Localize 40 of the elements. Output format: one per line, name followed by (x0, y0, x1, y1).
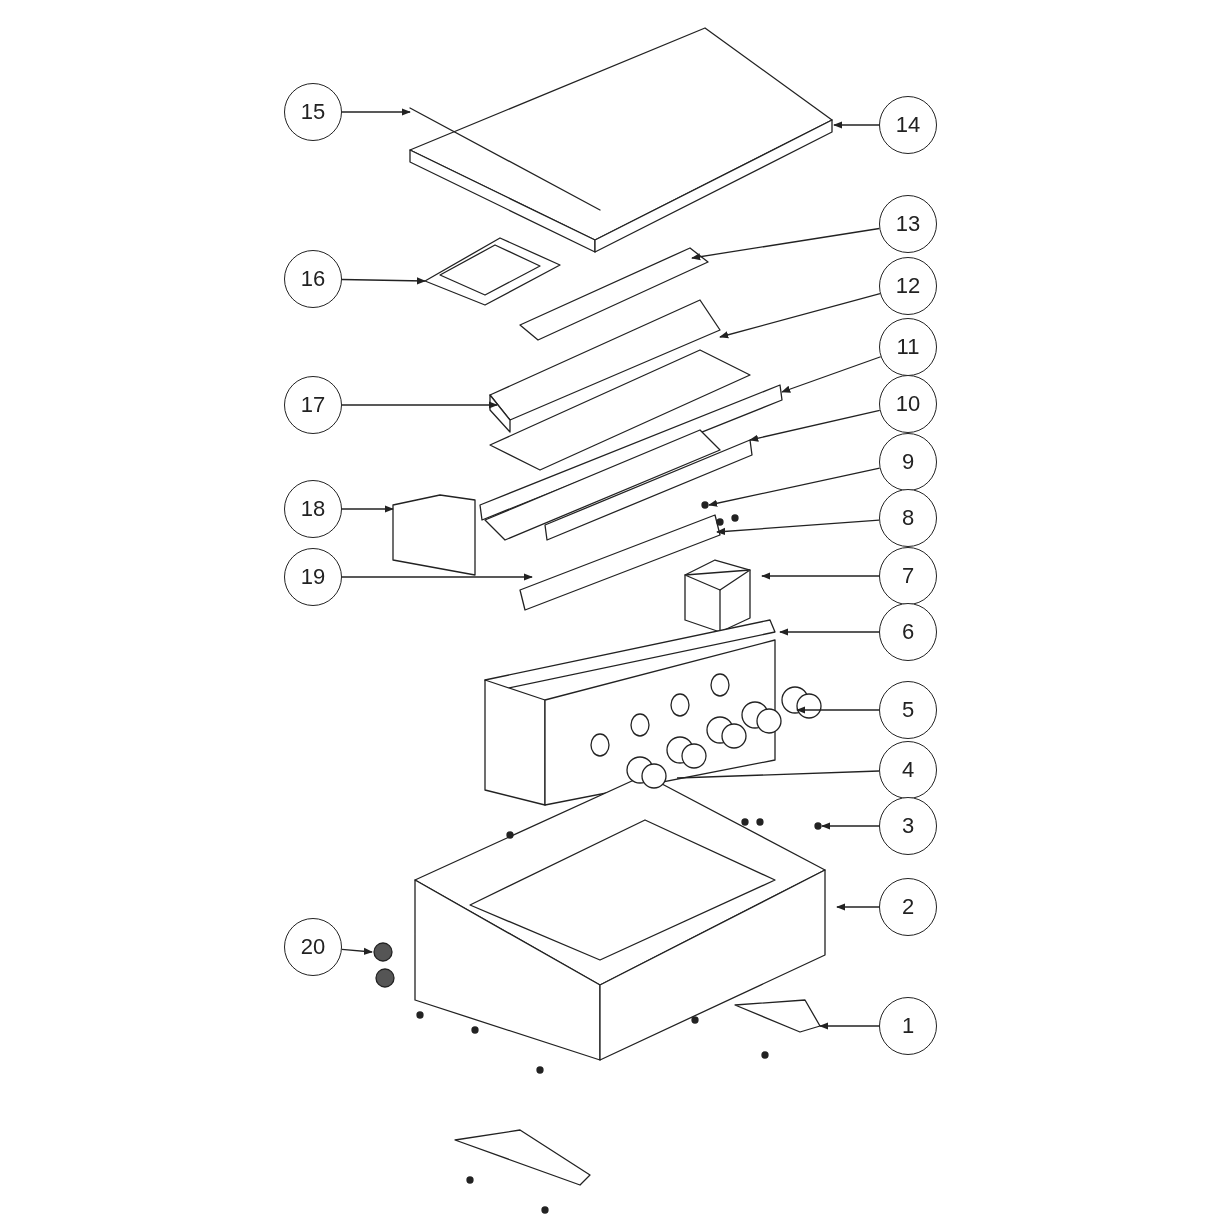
callout-number: 6 (879, 603, 937, 661)
callout-number: 20 (284, 918, 342, 976)
leader-line (341, 277, 426, 285)
callout-number: 12 (879, 257, 937, 315)
callout-number: 13 (879, 195, 937, 253)
leader-line (708, 467, 881, 507)
callout-number: 16 (284, 250, 342, 308)
callout-number: 10 (879, 375, 937, 433)
leader-line (749, 409, 881, 442)
leader-line (761, 572, 880, 580)
callout-number: 8 (879, 489, 937, 547)
callout-number: 15 (284, 83, 342, 141)
leader-line (341, 108, 411, 116)
leader-line (341, 401, 498, 409)
leader-line (833, 121, 880, 129)
callout-number: 19 (284, 548, 342, 606)
leader-line (341, 505, 394, 513)
leader-line (819, 1022, 880, 1030)
callout-number: 3 (879, 797, 937, 855)
leader-line (779, 628, 880, 636)
leader-line (676, 770, 880, 779)
leader-line (781, 356, 882, 393)
callout-number: 5 (879, 681, 937, 739)
callout-number: 2 (879, 878, 937, 936)
callout-number: 17 (284, 376, 342, 434)
callout-number: 4 (879, 741, 937, 799)
leader-line (716, 519, 880, 536)
leader-line (719, 292, 881, 339)
leader-line (836, 903, 880, 911)
callout-number: 7 (879, 547, 937, 605)
callout-number: 9 (879, 433, 937, 491)
leader-line (691, 227, 880, 261)
callout-number: 18 (284, 480, 342, 538)
leader-line (796, 706, 880, 714)
callout-number: 1 (879, 997, 937, 1055)
leader-line (341, 573, 533, 581)
leader-line (821, 822, 880, 830)
callout-number: 14 (879, 96, 937, 154)
leader-line (341, 947, 373, 955)
callout-number: 11 (879, 318, 937, 376)
